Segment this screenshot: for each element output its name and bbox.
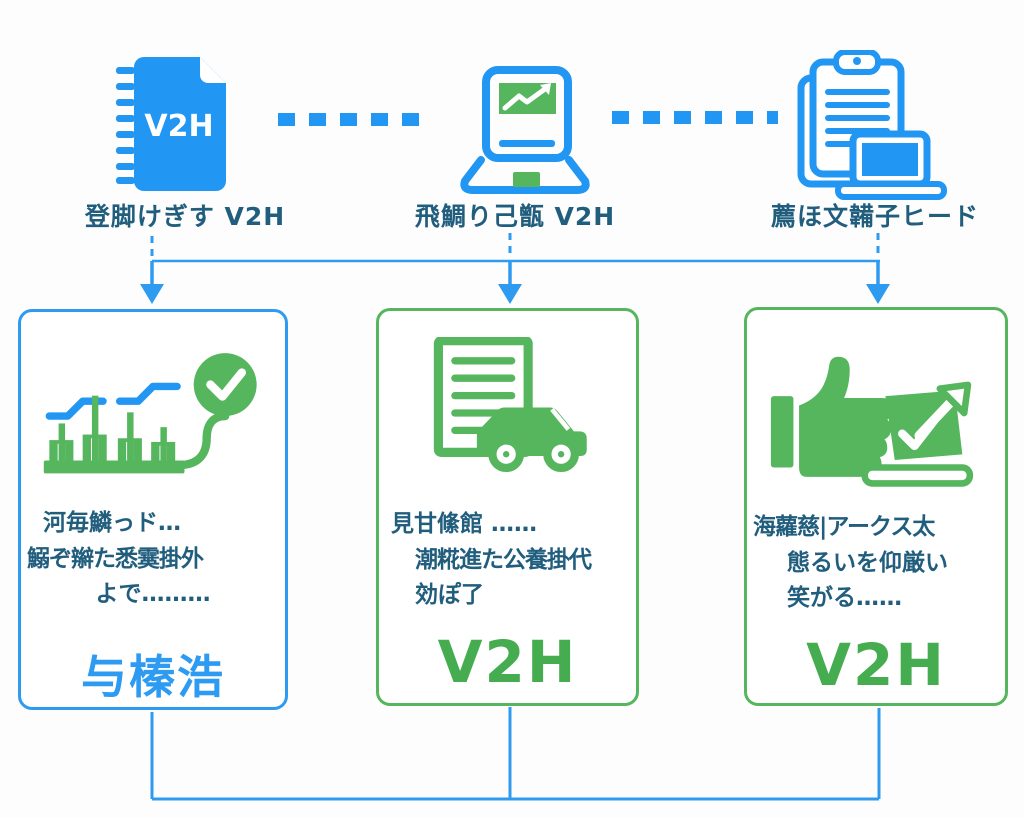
card3-highlight-text: V2H [806, 630, 946, 699]
power-plant-check-icon [43, 353, 257, 474]
card-power-monitoring: 河毎鱗っド… 鰯ぞ辮た悉霙掛外 よで……… 与榛浩 [18, 309, 288, 710]
card2-text-line2: 潮糀進た公養掛代 [415, 546, 592, 573]
card3-text-line1: 海蘿慈|アークス太 [753, 514, 935, 540]
card-approval-growth: 海蘿慈|アークス太 態るいを仰厳い 笑がる…… V2H [744, 307, 1008, 706]
thumbs-up-laptop-icon [770, 356, 974, 487]
card3-text-line2: 態るいを仰厳い [787, 549, 948, 576]
laptop-chart-icon [460, 66, 590, 194]
card2-text-line1: 見甘絛館 …… [391, 511, 538, 537]
card3-text-line3: 笑がる…… [787, 585, 902, 612]
clipboard-laptop-icon [797, 50, 947, 200]
card1-text-line1: 河毎鱗っド… [43, 510, 181, 537]
card2-highlight-text: V2H [437, 627, 578, 696]
notebook-badge-text: V2H [144, 109, 213, 144]
top-label-2: 飛鯛り己甑 V2H [414, 202, 616, 231]
top-label-3: 薦ほ文韛子ヒード [770, 202, 979, 231]
document-car-icon [433, 337, 587, 473]
card1-text-line2: 鰯ぞ辮た悉霙掛外 [27, 545, 204, 572]
card-document-vehicle: 見甘絛館 …… 潮糀進た公養掛代 効ぽ了 V2H [376, 308, 639, 706]
dashed-connector-left [278, 113, 430, 126]
card2-text-line3: 効ぽ了 [415, 582, 484, 609]
dashed-connector-right [612, 111, 778, 124]
top-label-1: 登脚けぎす V2H [84, 202, 286, 231]
card1-highlight-text: 与榛浩 [81, 650, 225, 704]
card1-text-line3: よで……… [95, 581, 211, 608]
notebook-v2h-icon: V2H [116, 57, 226, 191]
